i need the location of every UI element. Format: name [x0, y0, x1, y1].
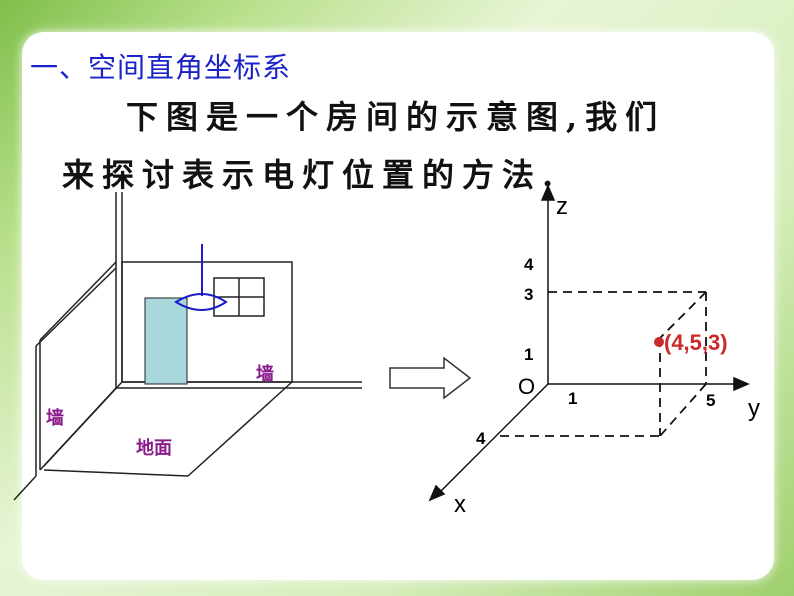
floor-label: 地面 [136, 437, 172, 458]
door [144, 297, 188, 385]
y-axis-label: y [748, 395, 760, 422]
coordinate-system: z y x O 4 3 1 1 5 4 (4,5,3) [428, 184, 760, 518]
lamp-shade [174, 293, 228, 311]
y-tick-1: 1 [568, 389, 577, 408]
z-axis-label: z [556, 193, 568, 220]
z-tick-3: 3 [524, 285, 533, 304]
left-wall-label: 墙 [46, 407, 64, 428]
room-sketch [13, 192, 362, 501]
x-tick-4: 4 [476, 429, 486, 448]
paragraph-line-1: 下图是一个房间的示意图,我们 [126, 98, 666, 136]
floor-diag-2 [43, 381, 123, 467]
point-label: (4,5,3) [664, 330, 728, 355]
dash-top-diagonal [659, 291, 707, 339]
z-axis-arrowhead [540, 184, 556, 201]
x-axis [439, 383, 549, 493]
lamp [174, 244, 228, 311]
intro-paragraph: 下图是一个房间的示意图,我们 来探讨表示电灯位置的方法. [62, 88, 762, 204]
right-wall-label: 墙 [256, 363, 274, 384]
x-axis-label: x [454, 491, 466, 518]
transform-arrow-icon [389, 356, 472, 400]
point-marker [654, 337, 664, 347]
y-axis-arrowhead [733, 376, 750, 392]
left-wall-top-2 [35, 267, 117, 347]
left-wall-top-1 [39, 261, 117, 341]
paragraph-line-2: 来探讨表示电灯位置的方法. [62, 156, 562, 194]
floor-front-right [187, 381, 293, 477]
section-heading: 一、空间直角坐标系 [30, 51, 292, 84]
x-axis-arrowhead [428, 484, 446, 502]
y-tick-5: 5 [706, 391, 715, 410]
dash-floor-diagonal [659, 383, 707, 437]
left-wall-foot [13, 475, 37, 501]
z-tick-1: 1 [524, 345, 533, 364]
floor-front-left [43, 469, 189, 477]
origin-label: O [518, 374, 535, 399]
z-tick-4: 4 [524, 255, 534, 274]
